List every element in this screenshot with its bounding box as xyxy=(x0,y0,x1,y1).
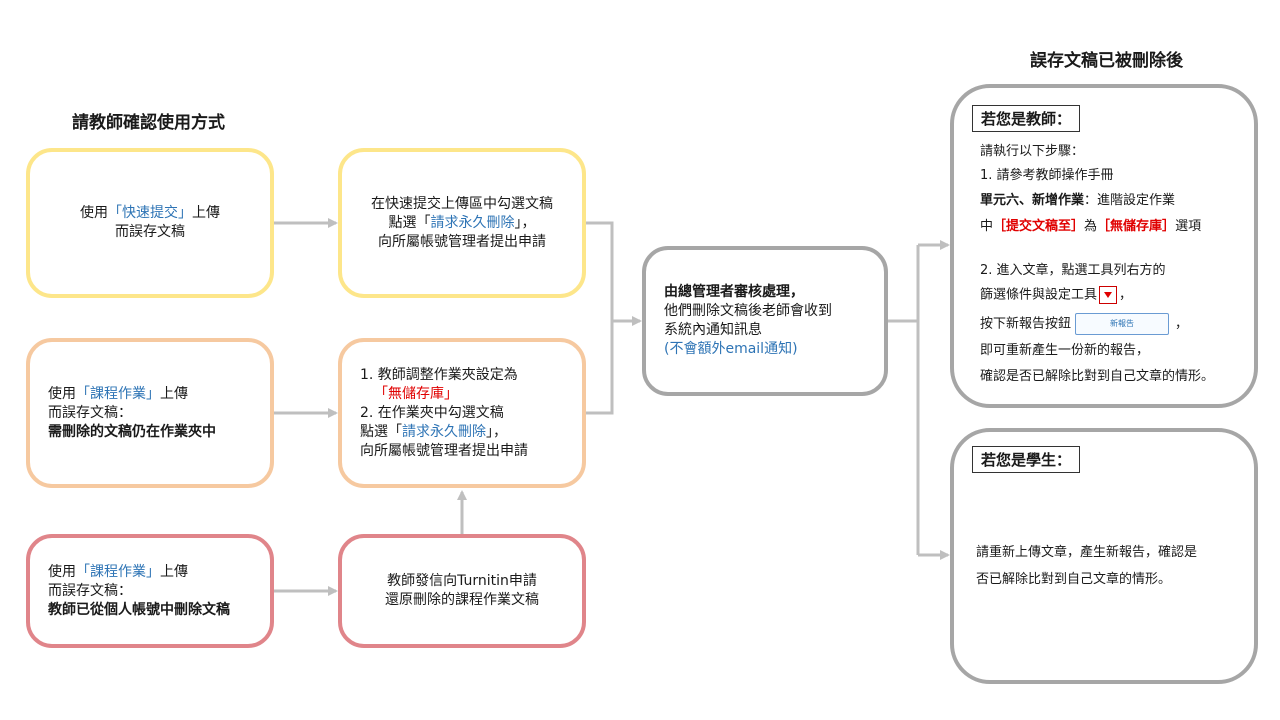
text-rest: ：進階設定作業 xyxy=(1084,193,1176,208)
teacher-panel xyxy=(950,84,1258,408)
student-line1: 請重新上傳文章，產生新報告，確認是 xyxy=(976,545,1198,560)
admin-review-line2: 他們刪除文稿後老師會收到 xyxy=(664,303,832,319)
admin-review-line1: 由總管理者審核處理， xyxy=(664,284,804,300)
text-post: 」， xyxy=(514,214,536,231)
action-quick-submit-line1: 在快速提交上傳區中勾選文稿 xyxy=(371,195,553,212)
action-quick-submit-line3: 向所屬帳號管理者提出申請 xyxy=(378,233,546,250)
request-delete-highlight: 請求永久刪除 xyxy=(430,214,515,231)
action-email-turnitin: 教師發信向Turnitin申請 還原刪除的課程作業文稿 xyxy=(338,534,586,648)
cause-quick-submit-line2: 而誤存文稿 xyxy=(115,224,185,240)
text-mid: 為 xyxy=(1084,219,1098,234)
text-pre: 中 xyxy=(980,219,994,234)
filter-icon xyxy=(1099,286,1118,304)
teacher-label: 若您是教師： xyxy=(972,105,1081,132)
cause-deleted-line2: 而誤存文稿： xyxy=(48,582,132,599)
action-course-line1: 1. 教師調整作業夾設定為 xyxy=(360,366,518,383)
teacher-step1-line3: 中［提交文稿至］為［無儲存庫］選項 xyxy=(980,218,1201,236)
cause-course-line2: 而誤存文稿： xyxy=(48,404,132,421)
left-title: 請教師確認使用方式 xyxy=(72,113,225,133)
submit-to-highlight: ［提交文稿至］ xyxy=(993,219,1085,234)
teacher-step1-line1: 1. 請參考教師操作手冊 xyxy=(980,168,1114,183)
quick-submit-highlight: 「快速提交」 xyxy=(108,205,192,221)
no-repository-highlight: ［無儲存庫］ xyxy=(1097,219,1176,234)
cause-course-line1: 使用「課程作業」上傳 xyxy=(48,385,188,404)
connector-right xyxy=(888,319,920,555)
admin-review-box: 由總管理者審核處理， 他們刪除文稿後老師會收到 系統內通知訊息 (不會額外ema… xyxy=(642,246,888,396)
teacher-step2-line5: 確認是否已解除比對到自己文章的情形。 xyxy=(980,369,1215,384)
action-course-assignment: 1. 教師調整作業夾設定為 「無儲存庫」 2. 在作業夾中勾選文稿 點選「請求永… xyxy=(338,338,586,488)
cause-course-assignment: 使用「課程作業」上傳 而誤存文稿： 需刪除的文稿仍在作業夾中 xyxy=(26,338,274,488)
text-post: 上傳 xyxy=(160,385,188,402)
right-title: 誤存文稿已被刪除後 xyxy=(1030,51,1183,71)
filter-tool-text: 篩選條件與設定工具 xyxy=(980,287,1098,303)
teacher-step2-line2: 篩選條件與設定工具 ， xyxy=(980,286,1132,305)
action-quick-submit-line2: 點選「請求永久刪除」， xyxy=(389,214,536,233)
connector-top xyxy=(585,221,614,415)
course-assignment-highlight: 「課程作業」 xyxy=(76,385,160,402)
cause-deleted-line1: 使用「課程作業」上傳 xyxy=(48,563,188,582)
action-email-line2: 還原刪除的課程作業文稿 xyxy=(385,592,539,608)
action-course-line4: 點選「請求永久刪除」， xyxy=(360,423,507,442)
no-repository-highlight: 「無儲存庫」 xyxy=(374,385,458,402)
action-course-line3: 2. 在作業夾中勾選文稿 xyxy=(360,404,504,421)
cause-deleted-line3: 教師已從個人帳號中刪除文稿 xyxy=(48,601,230,618)
cause-quick-submit-line1: 使用「快速提交」上傳 xyxy=(80,204,220,223)
cause-deleted-from-account: 使用「課程作業」上傳 而誤存文稿： 教師已從個人帳號中刪除文稿 xyxy=(26,534,274,648)
action-course-line5: 向所屬帳號管理者提出申請 xyxy=(360,442,528,459)
new-report-button: 新報告 xyxy=(1075,313,1170,335)
manual-unit-ref: 單元六、新增作業 xyxy=(980,193,1085,208)
text-pre: 點選「 xyxy=(360,423,402,440)
text-pre: 使用 xyxy=(48,563,76,580)
teacher-steps-intro: 請執行以下步驟： xyxy=(980,144,1085,159)
text-post: 上傳 xyxy=(192,205,220,221)
text-post: 」， xyxy=(486,423,507,440)
text-post: 上傳 xyxy=(160,563,188,580)
text-post: ， xyxy=(1175,316,1189,332)
text-pre: 點選「 xyxy=(388,214,431,231)
cause-quick-submit: 使用「快速提交」上傳 而誤存文稿 xyxy=(26,148,274,298)
text-post: ， xyxy=(1119,287,1133,303)
text-pre: 使用 xyxy=(80,205,108,221)
admin-review-line3: 系統內通知訊息 xyxy=(664,322,762,338)
request-delete-highlight: 請求永久刪除 xyxy=(402,423,486,440)
teacher-step2-line1: 2. 進入文章，點選工具列右方的 xyxy=(980,263,1166,278)
teacher-step2-line4: 即可重新產生一份新的報告， xyxy=(980,343,1150,358)
student-line2: 否已解除比對到自己文章的情形。 xyxy=(976,572,1172,587)
action-quick-submit: 在快速提交上傳區中勾選文稿 點選「請求永久刪除」， 向所屬帳號管理者提出申請 xyxy=(338,148,586,298)
action-email-line1: 教師發信向Turnitin申請 xyxy=(387,573,537,589)
cause-course-line3: 需刪除的文稿仍在作業夾中 xyxy=(48,423,216,440)
teacher-step1-line2: 單元六、新增作業：進階設定作業 xyxy=(980,192,1175,210)
course-assignment-highlight: 「課程作業」 xyxy=(76,563,160,580)
student-label: 若您是學生： xyxy=(972,446,1081,473)
admin-review-note: (不會額外email通知) xyxy=(664,341,798,357)
new-report-text: 按下新報告按鈕 xyxy=(980,316,1072,332)
text-post: 選項 xyxy=(1175,219,1202,234)
teacher-step2-line3: 按下新報告按鈕新報告 ， xyxy=(980,313,1188,335)
text-pre: 使用 xyxy=(48,385,76,402)
